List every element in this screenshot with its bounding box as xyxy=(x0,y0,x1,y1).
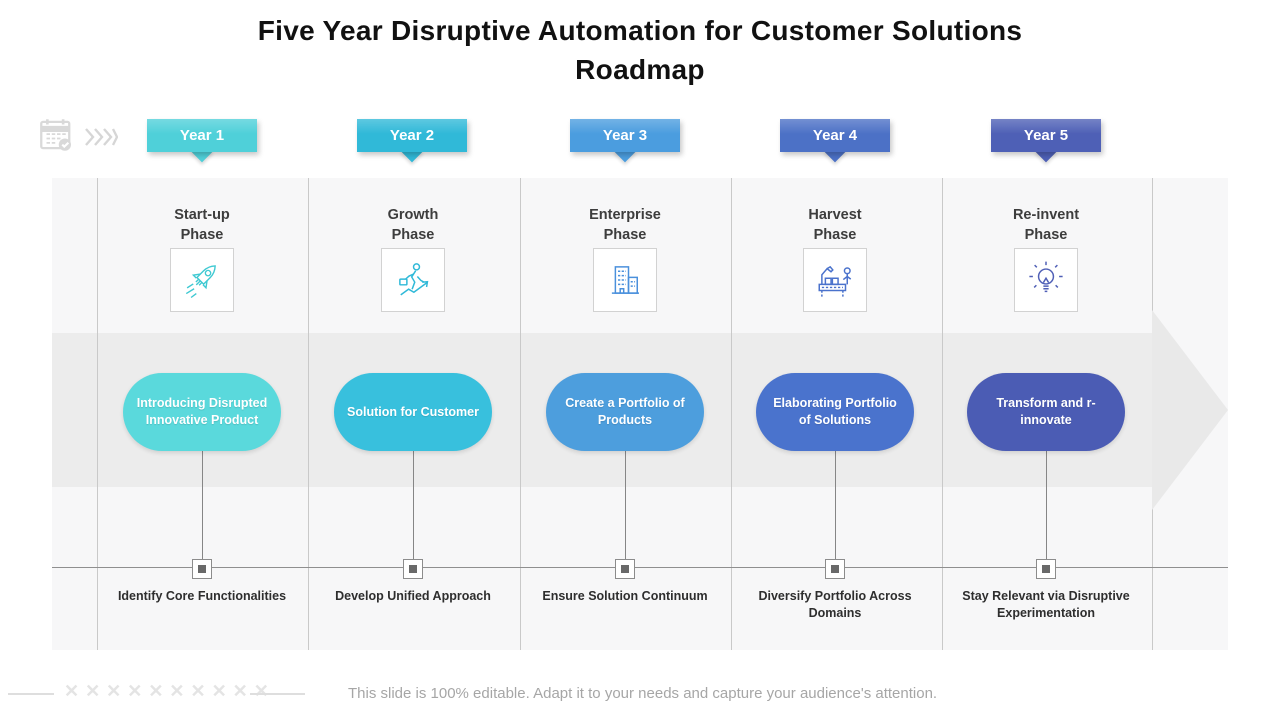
connector-line xyxy=(202,451,203,567)
connector-line xyxy=(625,451,626,567)
footer-divider xyxy=(250,693,305,695)
footer-note: This slide is 100% editable. Adapt it to… xyxy=(348,685,938,702)
calendar-check-icon xyxy=(36,114,78,156)
roadmap-column-year4: Harvest Phase Elaborating Portfolio of S… xyxy=(729,178,941,650)
roadmap-column-year1: Start-up Phase Introducing Disrupted Inn… xyxy=(96,178,308,650)
connector-line xyxy=(1046,451,1047,567)
year-tag: Year 4 xyxy=(780,119,890,152)
growth-runner-icon xyxy=(399,263,429,296)
column-divider xyxy=(97,178,98,650)
milestone-caption: Diversify Portfolio Across Domains xyxy=(758,589,912,620)
triple-chevron-right-icon xyxy=(84,127,118,147)
timeline-node xyxy=(1036,559,1056,579)
timeline-node xyxy=(615,559,635,579)
roadmap-panel: Start-up Phase Introducing Disrupted Inn… xyxy=(52,178,1228,650)
milestone-caption: Stay Relevant via Disruptive Experimenta… xyxy=(962,589,1130,620)
rocket-icon xyxy=(185,265,216,299)
phase-icon-box xyxy=(803,248,867,312)
phase-title: Harvest Phase xyxy=(808,207,862,243)
milestone-bubble: Create a Portfolio of Products xyxy=(546,373,704,451)
milestone-caption: Identify Core Functionalities xyxy=(117,589,287,603)
roadmap-column-year5: Re-invent Phase Transform and r-innovate… xyxy=(940,178,1152,650)
milestone-bubble: Elaborating Portfolio of Solutions xyxy=(756,373,914,451)
phase-title: Re-invent Phase xyxy=(1012,207,1080,243)
roadmap-column-year3: Enterprise Phase Create a Portfolio of P… xyxy=(519,178,731,650)
phase-title: Growth Phase xyxy=(387,207,439,243)
timeline-arrowhead xyxy=(1152,310,1228,510)
column-divider xyxy=(731,178,732,650)
harvest-automation-icon xyxy=(818,265,852,297)
phase-icon-box xyxy=(1014,248,1078,312)
milestone-caption: Ensure Solution Continuum xyxy=(542,589,708,603)
phase-icon-box xyxy=(170,248,234,312)
timeline-node xyxy=(192,559,212,579)
column-divider xyxy=(942,178,943,650)
phase-title: Start-up Phase xyxy=(174,207,230,243)
connector-line xyxy=(413,451,414,567)
timeline-axis xyxy=(52,567,1228,568)
footer-placeholder: ✕✕✕✕✕✕✕✕✕✕ xyxy=(64,681,275,701)
lightbulb-icon xyxy=(1029,261,1063,293)
year-tag: Year 2 xyxy=(357,119,467,152)
milestone-bubble: Introducing Disrupted Innovative Product xyxy=(123,373,281,451)
footer-divider xyxy=(8,693,54,695)
roadmap-column-year2: Growth Phase Solution for Customer xyxy=(307,178,519,650)
buildings-icon xyxy=(611,266,639,294)
slide-title: Five Year Disruptive Automation for Cust… xyxy=(257,15,1023,85)
milestone-bubble: Solution for Customer xyxy=(334,373,492,451)
timeline-node xyxy=(825,559,845,579)
phase-icon-box xyxy=(381,248,445,312)
phase-title: Enterprise Phase xyxy=(589,207,661,243)
column-divider xyxy=(308,178,309,650)
phase-icon-box xyxy=(593,248,657,312)
year-tag: Year 5 xyxy=(991,119,1101,152)
column-divider xyxy=(520,178,521,650)
timeline-node xyxy=(403,559,423,579)
connector-line xyxy=(835,451,836,567)
milestone-bubble: Transform and r-innovate xyxy=(967,373,1125,451)
year-tag: Year 1 xyxy=(147,119,257,152)
milestone-caption: Develop Unified Approach xyxy=(335,589,491,603)
year-tag: Year 3 xyxy=(570,119,680,152)
